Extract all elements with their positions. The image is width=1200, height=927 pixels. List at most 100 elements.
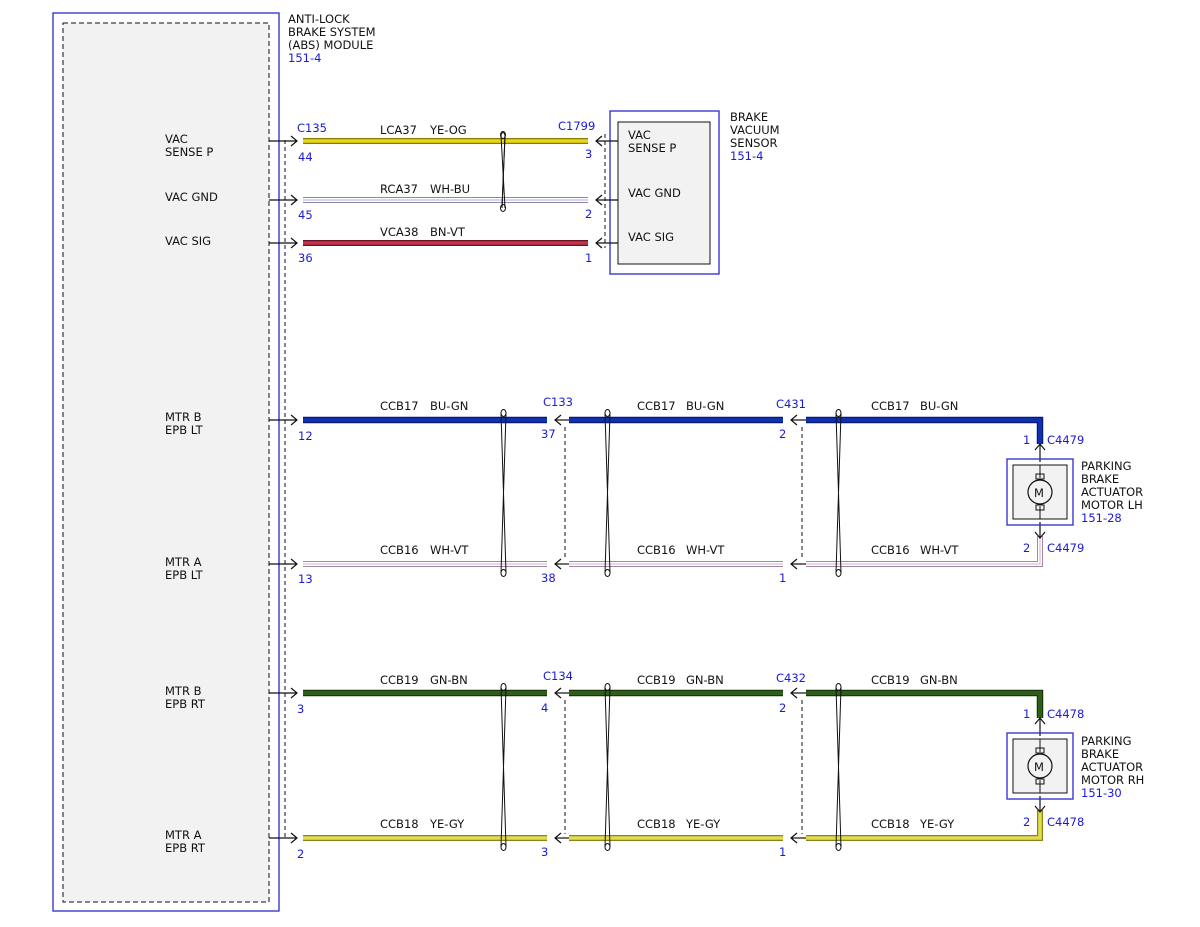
lh-abs-pin-top: 12 [298,429,313,443]
motor-lh-pin-top: 1 [1023,433,1030,447]
lh-abs-pin-bottom: 13 [298,572,313,586]
motor-rh-title-2: BRAKE [1081,747,1119,761]
motor-rh-title-4: MOTOR RH [1081,773,1144,787]
lh-mid-connector-2 [790,414,806,570]
vac-wire-1-color: YE-OG [429,123,467,137]
rh-top-color-3: GN-BN [920,673,958,687]
sensor-pin-stubs [595,135,618,249]
abs-pin-label-mtrb-rt-2: EPB RT [165,697,206,711]
lh-top-circuit-2: CCB17 [637,399,676,413]
motor-rh-connector-top: C4478 [1047,707,1084,721]
lh-bottom-circuit-1: CCB16 [380,543,419,557]
sensor-title-1: BRAKE [730,110,768,124]
motor-lh-ref: 151-28 [1081,511,1122,525]
rh-bottom-circuit-3: CCB18 [871,817,910,831]
lh-wire-bottom[interactable] [303,536,1043,567]
lh-top-color-3: BU-GN [920,399,958,413]
lh-bottom-circuit-2: CCB16 [637,543,676,557]
motor-rh-outline [1006,732,1074,800]
motor-rh-title-1: PARKING [1081,734,1132,748]
lh-bottom-color-3: WH-VT [920,543,959,557]
rh-abs-pin-top: 3 [297,702,304,716]
rh-top-circuit-2: CCB19 [637,673,676,687]
vac-sensor-pin-1: 3 [585,147,592,161]
motor-lh-title-2: BRAKE [1081,472,1119,486]
lh-c2-pin-top: 2 [779,427,786,441]
abs-module-outline [52,12,280,912]
vac-abs-pin-2: 45 [298,208,313,222]
abs-pin-label-mtrb-lt-2: EPB LT [165,423,204,437]
vac-wire-1-circuit: LCA37 [380,123,417,137]
lh-mid-connector-1-label: C133 [543,395,573,409]
motor-lh-connector-bottom: C4479 [1047,541,1084,555]
rh-c1-pin-bottom: 3 [541,845,548,859]
vacuum-sensor-body [617,121,711,265]
lh-bottom-color-2: WH-VT [686,543,725,557]
abs-connector-label: C135 [297,121,327,135]
rh-c2-pin-bottom: 1 [779,845,786,859]
lh-c2-pin-bottom: 1 [779,571,786,585]
rh-c2-pin-top: 2 [779,701,786,715]
vacuum-sensor-outline [609,110,720,275]
abs-pin-label-vac-gnd: VAC GND [165,190,218,204]
vac-wire-3-color: BN-VT [430,225,466,239]
abs-pin-label-vac-sig: VAC SIG [165,234,211,248]
abs-module-title-1: ANTI-LOCK [288,12,350,26]
abs-pin-label-mtrb-lt-1: MTR B [165,410,202,424]
sensor-title-3: SENSOR [730,136,778,150]
rh-top-circuit-1: CCB19 [380,673,419,687]
rh-top-color-2: GN-BN [686,673,724,687]
rh-bottom-color-3: YE-GY [919,817,955,831]
motor-lh-symbol-circle [1027,479,1053,505]
lh-bottom-circuit-3: CCB16 [871,543,910,557]
rh-bottom-color-1: YE-GY [429,817,465,831]
rh-wire-bottom[interactable] [303,810,1043,841]
motor-rh[interactable] [1006,732,1074,800]
vac-sensor-pin-2: 2 [585,207,592,221]
vac-wire-3-circuit: VCA38 [380,225,418,239]
rh-top-circuit-3: CCB19 [871,673,910,687]
vacuum-sensor[interactable] [609,110,720,275]
rh-bottom-circuit-1: CCB18 [380,817,419,831]
lh-top-color-1: BU-GN [430,399,468,413]
motor-lh-title-1: PARKING [1081,459,1132,473]
abs-pin-label-mtra-lt-1: MTR A [165,555,202,569]
motor-rh-pin-bottom: 2 [1023,815,1030,829]
sensor-pin-label-1a: VAC [628,128,651,142]
rh-twist-symbols [500,683,842,851]
vac-sensor-pin-3: 1 [585,251,592,265]
motor-rh-symbol: M [1034,760,1044,774]
motor-lh-connector-top: C4479 [1047,433,1084,447]
abs-pin-label-mtrb-rt-1: MTR B [165,684,202,698]
lh-mid-connector-1 [554,414,569,570]
motor-rh-ref: 151-30 [1081,786,1122,800]
abs-pin-label-mtra-rt-2: EPB RT [165,841,206,855]
vac-abs-pin-3: 36 [298,251,313,265]
lh-top-circuit-1: CCB17 [380,399,419,413]
motor-rh-connector-bottom: C4478 [1047,815,1084,829]
lh-mid-connector-2-label: C431 [776,397,806,411]
rh-wire-top[interactable] [303,689,1044,718]
motor-rh-symbol-circle [1027,753,1053,779]
sensor-title-2: VACUUM [730,123,780,137]
motor-rh-title-3: ACTUATOR [1081,760,1143,774]
lh-wire-top[interactable] [303,416,1044,444]
abs-module-ref: 151-4 [288,51,321,65]
rh-c1-pin-top: 4 [541,701,548,715]
sensor-pin-label-2: VAC GND [628,186,681,200]
lh-top-circuit-3: CCB17 [871,399,910,413]
motor-rh-pin-top: 1 [1023,707,1030,721]
abs-pin-label-mtra-lt-2: EPB LT [165,568,204,582]
rh-top-color-1: GN-BN [430,673,468,687]
motor-lh-symbol: M [1034,486,1044,500]
vac-wire-2-color: WH-BU [430,182,470,196]
lh-c1-pin-bottom: 38 [541,571,556,585]
vac-wire-2-circuit: RCA37 [380,182,418,196]
abs-pin-stubs [269,135,298,844]
abs-module-title-3: (ABS) MODULE [288,38,373,52]
motor-lh[interactable] [1006,458,1074,526]
motor-lh-title-4: MOTOR LH [1081,498,1143,512]
abs-module-title-2: BRAKE SYSTEM [288,25,376,39]
lh-top-color-2: BU-GN [686,399,724,413]
abs-module[interactable] [52,12,280,912]
